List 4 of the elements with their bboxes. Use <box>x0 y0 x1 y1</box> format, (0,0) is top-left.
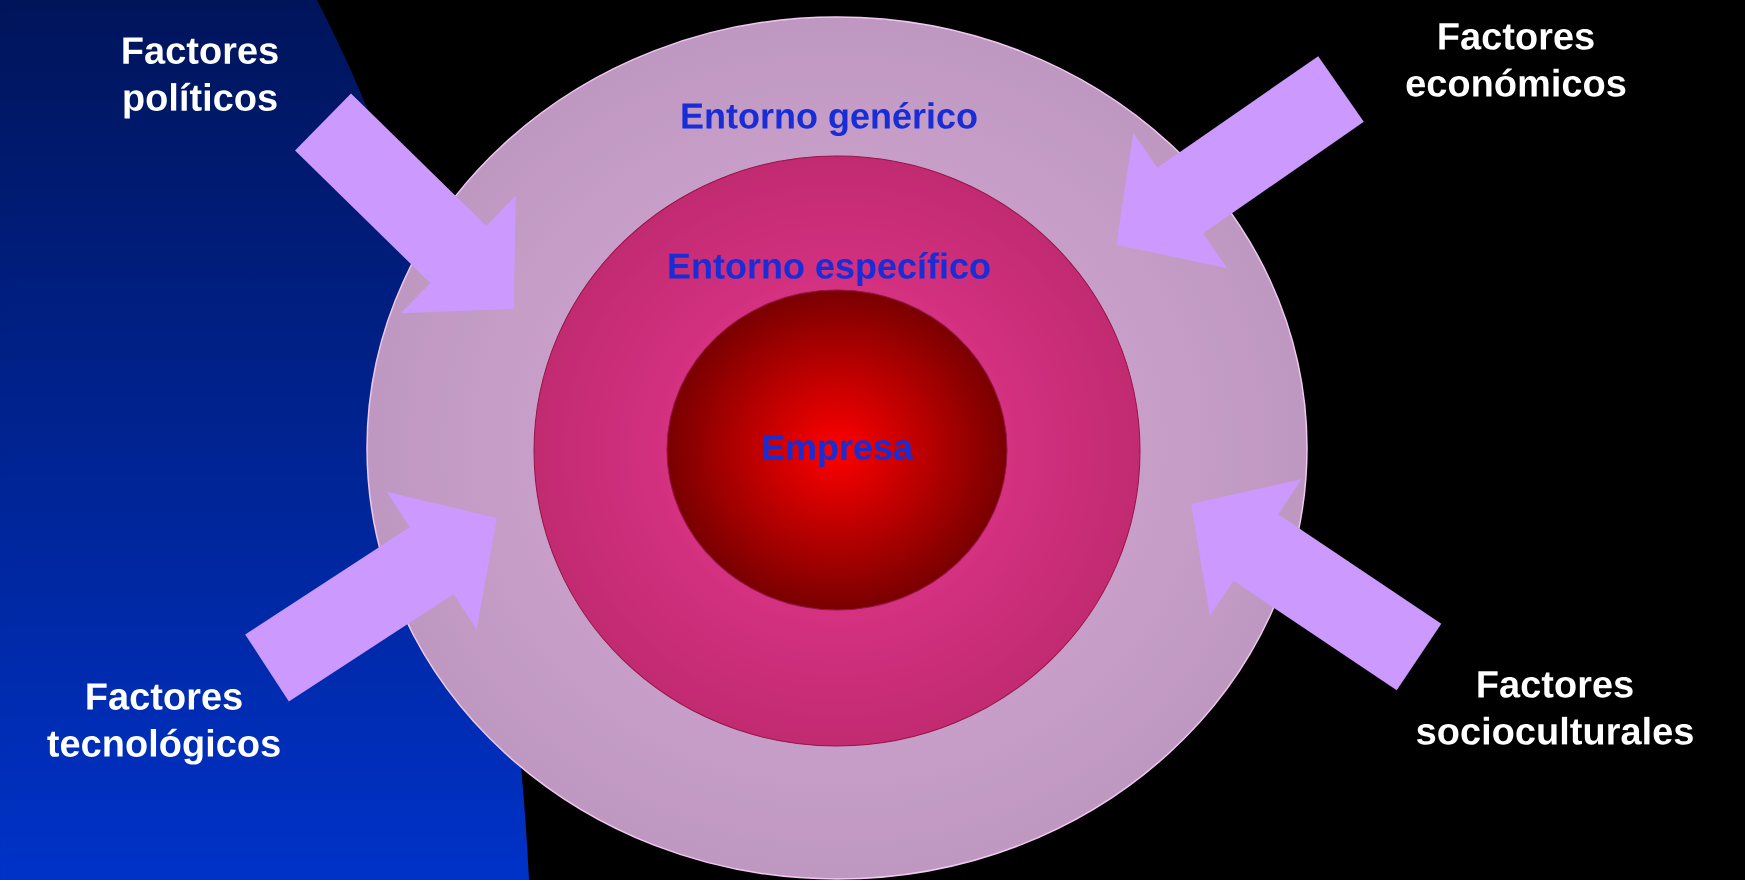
factor-label: Factores tecnológicos <box>47 683 280 765</box>
factor-label: Factores políticos <box>123 37 278 119</box>
factor-label: Factores socioculturales <box>1416 671 1693 745</box>
factor-label: Factores económicos <box>1406 23 1626 97</box>
